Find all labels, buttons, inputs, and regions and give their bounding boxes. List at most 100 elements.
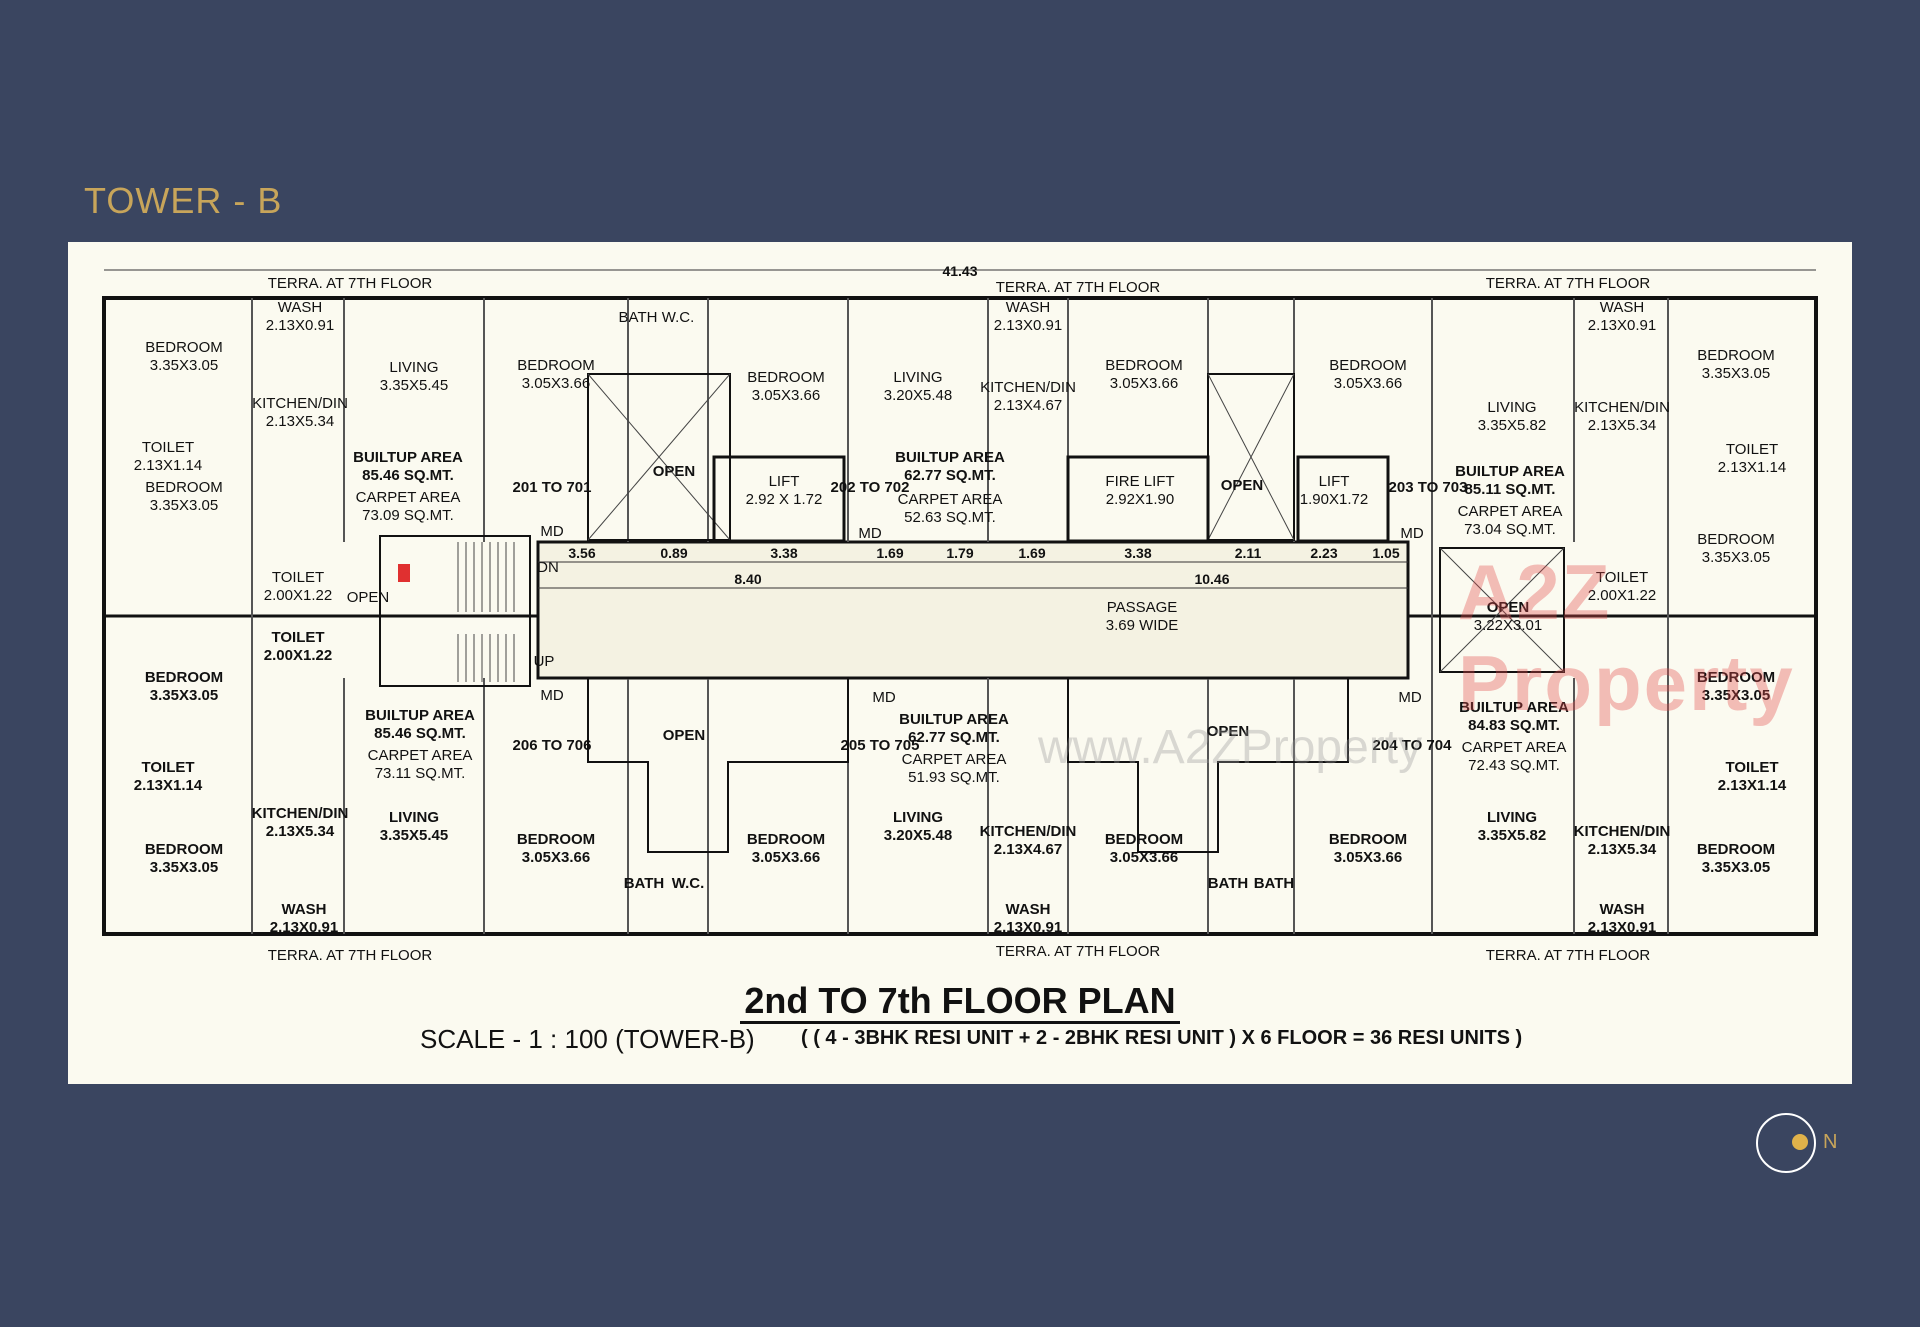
stair-dn: DN	[537, 559, 559, 576]
room-size: 2.13X5.34	[266, 823, 335, 840]
svg-text:BUILTUP AREA: BUILTUP AREA	[365, 707, 475, 724]
md-mark: MD	[540, 523, 563, 540]
room-label: W.C.	[662, 309, 695, 326]
room-label: LIVING	[1487, 809, 1537, 826]
room-size: 2.13X0.91	[266, 317, 334, 334]
svg-text:203 TO 703: 203 TO 703	[1389, 479, 1468, 496]
room-size: 3.35X5.82	[1478, 827, 1546, 844]
room-size: 2.13X0.91	[994, 317, 1062, 334]
fire-lift-box	[1066, 455, 1210, 543]
svg-text:CARPET AREA: CARPET AREA	[1458, 503, 1563, 520]
svg-text:CARPET AREA: CARPET AREA	[1462, 739, 1567, 756]
dim: 1.69	[876, 545, 903, 561]
fire-lift-size: 2.92X1.90	[1106, 491, 1174, 508]
room-size: 2.13X1.14	[1718, 777, 1787, 794]
room-label: LIVING	[893, 369, 942, 386]
room-size: 3.35X3.05	[150, 687, 218, 704]
north-label: N	[1823, 1131, 1838, 1153]
room-label: LIVING	[389, 809, 439, 826]
terrace-label: TERRA. AT 7TH FLOOR	[268, 947, 433, 964]
room-size: 2.13X0.91	[1588, 919, 1656, 936]
north-compass-icon	[1756, 1113, 1816, 1173]
room-size: 3.35X3.05	[1702, 687, 1770, 704]
room-size: 2.13X4.67	[994, 841, 1062, 858]
room-size: 2.13X1.14	[134, 457, 202, 474]
unit-202: BUILTUP AREA 62.77 SQ.MT. CARPET AREA 52…	[831, 449, 1006, 526]
room-size: 3.05X3.66	[1110, 849, 1178, 866]
room-label: WASH	[1006, 901, 1051, 918]
room-size: 3.35X3.05	[1702, 549, 1770, 566]
room-label: KITCHEN/DIN	[980, 823, 1077, 840]
open-label: OPEN	[1207, 723, 1250, 740]
room-label: WASH	[1006, 299, 1050, 316]
room-label: BEDROOM	[1329, 357, 1407, 374]
room-label: TOILET	[272, 569, 324, 586]
room-label: BATH	[624, 875, 665, 892]
room-label: WASH	[282, 901, 327, 918]
lift-size: 2.92 X 1.72	[746, 491, 823, 508]
open-stair-label: OPEN	[347, 589, 390, 606]
room-label: BATH	[1208, 875, 1249, 892]
room-size: 2.13X1.14	[134, 777, 203, 794]
svg-text:85.46 SQ.MT.: 85.46 SQ.MT.	[362, 467, 454, 484]
svg-text:73.09 SQ.MT.: 73.09 SQ.MT.	[362, 507, 454, 524]
room-size: 2.13X0.91	[270, 919, 338, 936]
room-label: LIVING	[893, 809, 943, 826]
passage-size: 3.69 WIDE	[1106, 617, 1179, 634]
room-size: 2.13X4.67	[994, 397, 1062, 414]
room-label: KITCHEN/DIN	[252, 395, 348, 412]
room-size: 2.13X5.34	[266, 413, 334, 430]
dim: 1.79	[946, 545, 973, 561]
room-size: 3.35X5.45	[380, 377, 448, 394]
lift-label: LIFT	[1319, 473, 1350, 490]
watermark-url: www.A2ZProperty	[1038, 721, 1423, 774]
room-label: TOILET	[141, 759, 194, 776]
room-label: BATH	[1254, 875, 1295, 892]
svg-text:202 TO 702: 202 TO 702	[831, 479, 910, 496]
fire-lift-label: FIRE LIFT	[1105, 473, 1174, 490]
room-size: 3.05X3.66	[1334, 849, 1402, 866]
svg-text:72.43 SQ.MT.: 72.43 SQ.MT.	[1468, 757, 1560, 774]
room-label: KITCHEN/DIN	[1574, 399, 1670, 416]
svg-text:BUILTUP AREA: BUILTUP AREA	[353, 449, 463, 466]
room-size: 3.05X3.66	[752, 387, 820, 404]
room-label: TOILET	[1596, 569, 1648, 586]
svg-text:84.83 SQ.MT.: 84.83 SQ.MT.	[1468, 717, 1560, 734]
terrace-label: TERRA. AT 7TH FLOOR	[996, 279, 1161, 296]
room-label: TOILET	[271, 629, 324, 646]
room-size: 3.20X5.48	[884, 827, 952, 844]
unit-206: BUILTUP AREA 85.46 SQ.MT. CARPET AREA 73…	[365, 707, 591, 782]
dim: 2.23	[1310, 545, 1337, 561]
lift-size: 1.90X1.72	[1300, 491, 1368, 508]
floor-plan-drawing: 41.43	[102, 263, 1818, 964]
watermark-logo: A2Z Property	[1458, 548, 1795, 727]
room-label: WASH	[1600, 901, 1645, 918]
room-size: 3.35X3.05	[150, 859, 218, 876]
room-size: 3.35X5.82	[1478, 417, 1546, 434]
room-label: BEDROOM	[145, 669, 223, 686]
open-court-left	[587, 677, 849, 853]
fire-extinguisher-icon	[398, 564, 410, 582]
room-size: 2.13X0.91	[1588, 317, 1656, 334]
svg-text:BUILTUP AREA: BUILTUP AREA	[1459, 699, 1569, 716]
room-label: BEDROOM	[1697, 531, 1775, 548]
terrace-label: TERRA. AT 7TH FLOOR	[268, 275, 433, 292]
open-label: OPEN	[653, 463, 696, 480]
dim: 1.69	[1018, 545, 1045, 561]
unit-205: BUILTUP AREA 62.77 SQ.MT. CARPET AREA 51…	[841, 711, 1010, 786]
room-label: W.C.	[672, 875, 705, 892]
room-label: LIVING	[1487, 399, 1536, 416]
overall-dim: 41.43	[942, 263, 977, 279]
room-label: BEDROOM	[1105, 831, 1183, 848]
dim: 2.11	[1235, 545, 1262, 561]
svg-text:73.04 SQ.MT.: 73.04 SQ.MT.	[1464, 521, 1556, 538]
tower-title: TOWER - B	[84, 180, 283, 221]
room-size: 3.05X3.66	[1110, 375, 1178, 392]
terrace-label: TERRA. AT 7TH FLOOR	[1486, 275, 1651, 292]
svg-text:CARPET AREA: CARPET AREA	[368, 747, 473, 764]
room-label: WASH	[1600, 299, 1644, 316]
svg-text:205 TO 705: 205 TO 705	[841, 737, 920, 754]
open-label: OPEN	[663, 727, 706, 744]
svg-text:62.77 SQ.MT.: 62.77 SQ.MT.	[904, 467, 996, 484]
room-label: TOILET	[1725, 759, 1778, 776]
